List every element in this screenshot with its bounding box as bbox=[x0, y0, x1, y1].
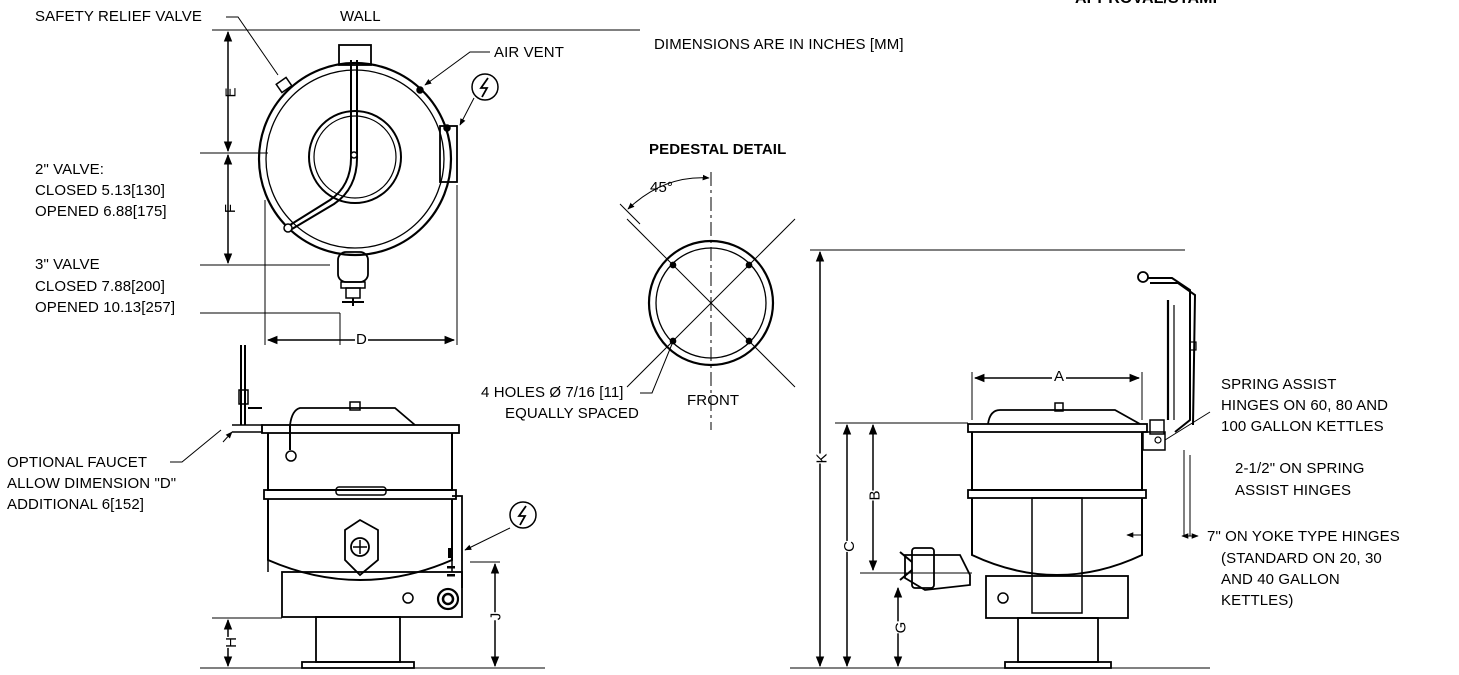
faucet-line-1: OPTIONAL FAUCET bbox=[7, 454, 148, 471]
dim-h-label: H bbox=[222, 637, 240, 648]
faucet-line-3: ADDITIONAL 6[152] bbox=[7, 496, 145, 513]
valve-2-line-2: CLOSED 5.13[130] bbox=[35, 182, 166, 199]
dim-d-label: D bbox=[355, 330, 368, 349]
front-view bbox=[170, 345, 545, 669]
valve-3-line-1: 3" VALVE bbox=[35, 256, 100, 273]
dim-e-label: E bbox=[222, 87, 240, 98]
holes-line-2: EQUALLY SPACED bbox=[505, 405, 639, 422]
holes-line-1: 4 HOLES Ø 7/16 [11] bbox=[481, 384, 624, 401]
valve-2-line-1: 2" VALVE: bbox=[35, 161, 105, 178]
valve-3-line-2: CLOSED 7.88[200] bbox=[35, 278, 166, 295]
wall-label: WALL bbox=[340, 8, 381, 25]
faucet-line-2: ALLOW DIMENSION "D" bbox=[7, 475, 177, 492]
dim-a-label: A bbox=[1052, 367, 1067, 386]
dim-c-label: C bbox=[840, 541, 858, 552]
approval-title: APPROVAL/STAMP bbox=[1075, 0, 1223, 8]
spring-line-1: SPRING ASSIST bbox=[1221, 376, 1337, 393]
dim-j-label: J bbox=[487, 612, 505, 621]
dim-f-label: F bbox=[222, 203, 240, 214]
dimensions-note: DIMENSIONS ARE IN INCHES [MM] bbox=[654, 36, 904, 53]
spring-line-3: 100 GALLON KETTLES bbox=[1221, 418, 1384, 435]
front-label: FRONT bbox=[687, 392, 740, 409]
valve-3-line-3: OPENED 10.13[257] bbox=[35, 299, 176, 316]
pedestal-detail-title: PEDESTAL DETAIL bbox=[649, 141, 787, 158]
dim-g-label: G bbox=[892, 621, 910, 634]
valve-2-line-3: OPENED 6.88[175] bbox=[35, 203, 167, 220]
pedestal-view bbox=[619, 172, 796, 430]
angle-label: 45° bbox=[650, 179, 673, 196]
spring-dim-line-2: ASSIST HINGES bbox=[1235, 482, 1352, 499]
yoke-line-1: 7" ON YOKE TYPE HINGES bbox=[1207, 528, 1400, 545]
dim-b-label: B bbox=[866, 490, 884, 501]
yoke-line-4: KETTLES) bbox=[1221, 592, 1294, 609]
spring-dim-line-1: 2-1/2" ON SPRING bbox=[1235, 460, 1365, 477]
yoke-line-3: AND 40 GALLON bbox=[1221, 571, 1340, 588]
dim-k-label: K bbox=[813, 453, 831, 464]
spring-line-2: HINGES ON 60, 80 AND bbox=[1221, 397, 1389, 414]
safety-relief-valve-label: SAFETY RELIEF VALVE bbox=[35, 8, 202, 25]
yoke-line-2: (STANDARD ON 20, 30 bbox=[1221, 550, 1382, 567]
top-view bbox=[200, 16, 640, 345]
side-view bbox=[790, 249, 1211, 669]
air-vent-label: AIR VENT bbox=[494, 44, 564, 61]
